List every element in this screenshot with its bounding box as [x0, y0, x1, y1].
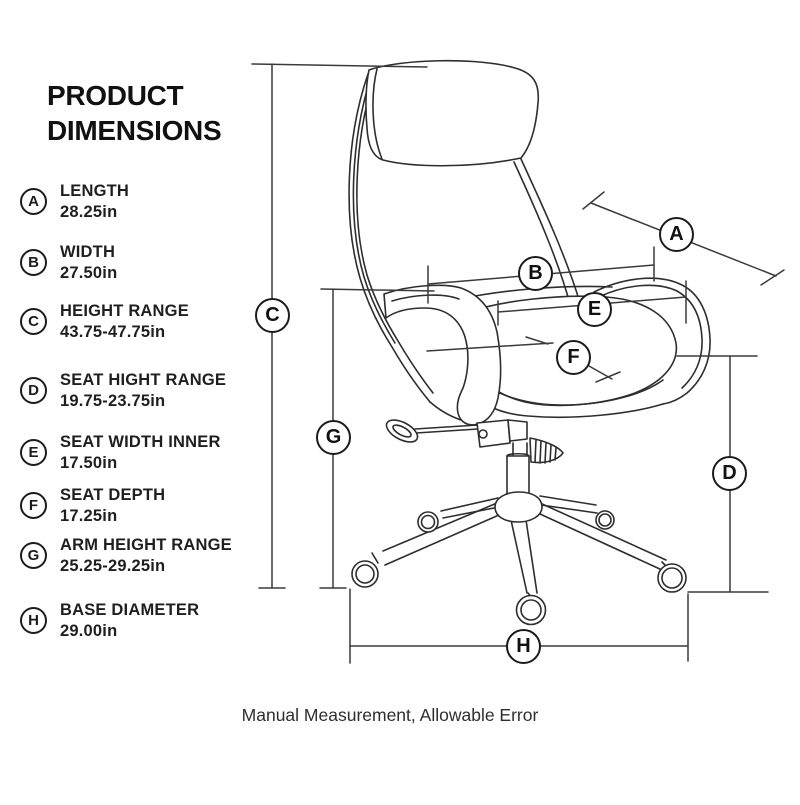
- list-item-height-range: C HEIGHT RANGE 43.75-47.75in: [20, 301, 280, 343]
- marker-b: B: [518, 256, 553, 291]
- chair-base: [382, 491, 667, 594]
- list-item-base-diameter: H BASE DIAMETER 29.00in: [20, 600, 280, 642]
- dim-value: 28.25in: [60, 203, 118, 221]
- chair-armrest: [383, 284, 502, 426]
- marker-f: F: [556, 340, 591, 375]
- dim-label: BASE DIAMETER: [60, 601, 200, 619]
- letter-badge-h: H: [20, 607, 47, 634]
- dim-value: 27.50in: [60, 264, 118, 282]
- dim-value: 29.00in: [60, 622, 118, 640]
- marker-a: A: [659, 217, 694, 252]
- page-title: PRODUCT DIMENSIONS: [47, 78, 222, 148]
- marker-c: C: [255, 298, 290, 333]
- dim-value: 17.25in: [60, 507, 118, 525]
- caster-right: [657, 561, 687, 593]
- letter-badge-f: F: [20, 492, 47, 519]
- dim-label: HEIGHT RANGE: [60, 302, 189, 320]
- dim-label: WIDTH: [60, 243, 116, 261]
- chair-tilt-mechanism: [385, 419, 528, 448]
- list-item-arm-height-range: G ARM HEIGHT RANGE 25.25-29.25in: [20, 535, 280, 577]
- chair-headrest: [365, 59, 540, 167]
- dim-value: 17.50in: [60, 454, 118, 472]
- dim-value: 25.25-29.25in: [60, 557, 166, 575]
- list-item-width: B WIDTH 27.50in: [20, 242, 280, 284]
- letter-badge-e: E: [20, 439, 47, 466]
- marker-d: D: [712, 456, 747, 491]
- letter-badge-a: A: [20, 188, 47, 215]
- dim-label: ARM HEIGHT RANGE: [60, 536, 232, 554]
- tilt-lever-handle: [385, 419, 419, 443]
- letter-badge-b: B: [20, 249, 47, 276]
- marker-e: E: [577, 292, 612, 327]
- list-item-seat-depth: F SEAT DEPTH 17.25in: [20, 485, 280, 527]
- list-item-length: A LENGTH 28.25in: [20, 181, 280, 223]
- marker-g: G: [316, 420, 351, 455]
- letter-badge-c: C: [20, 308, 47, 335]
- dim-label: SEAT WIDTH INNER: [60, 433, 221, 451]
- chair-casters: [351, 510, 687, 626]
- footnote: Manual Measurement, Allowable Error: [241, 705, 539, 725]
- letter-badge-d: D: [20, 377, 47, 404]
- dim-label: SEAT DEPTH: [60, 486, 166, 504]
- dim-label: SEAT HIGHT RANGE: [60, 371, 227, 389]
- letter-badge-g: G: [20, 542, 47, 569]
- caster-front: [515, 592, 547, 626]
- caster-rear-right: [595, 510, 615, 530]
- dimension-line-f: [426, 336, 621, 383]
- caster-rear-left: [417, 511, 439, 533]
- list-item-seat-width-inner: E SEAT WIDTH INNER 17.50in: [20, 432, 280, 474]
- page-title-line1: PRODUCT: [47, 80, 184, 111]
- page-title-line2: DIMENSIONS: [47, 115, 222, 146]
- list-item-seat-height-range: D SEAT HIGHT RANGE 19.75-23.75in: [20, 370, 280, 412]
- dim-label: LENGTH: [60, 182, 130, 200]
- dim-value: 19.75-23.75in: [60, 392, 166, 410]
- caster-left: [351, 552, 379, 588]
- dim-value: 43.75-47.75in: [60, 323, 166, 341]
- marker-h: H: [506, 629, 541, 664]
